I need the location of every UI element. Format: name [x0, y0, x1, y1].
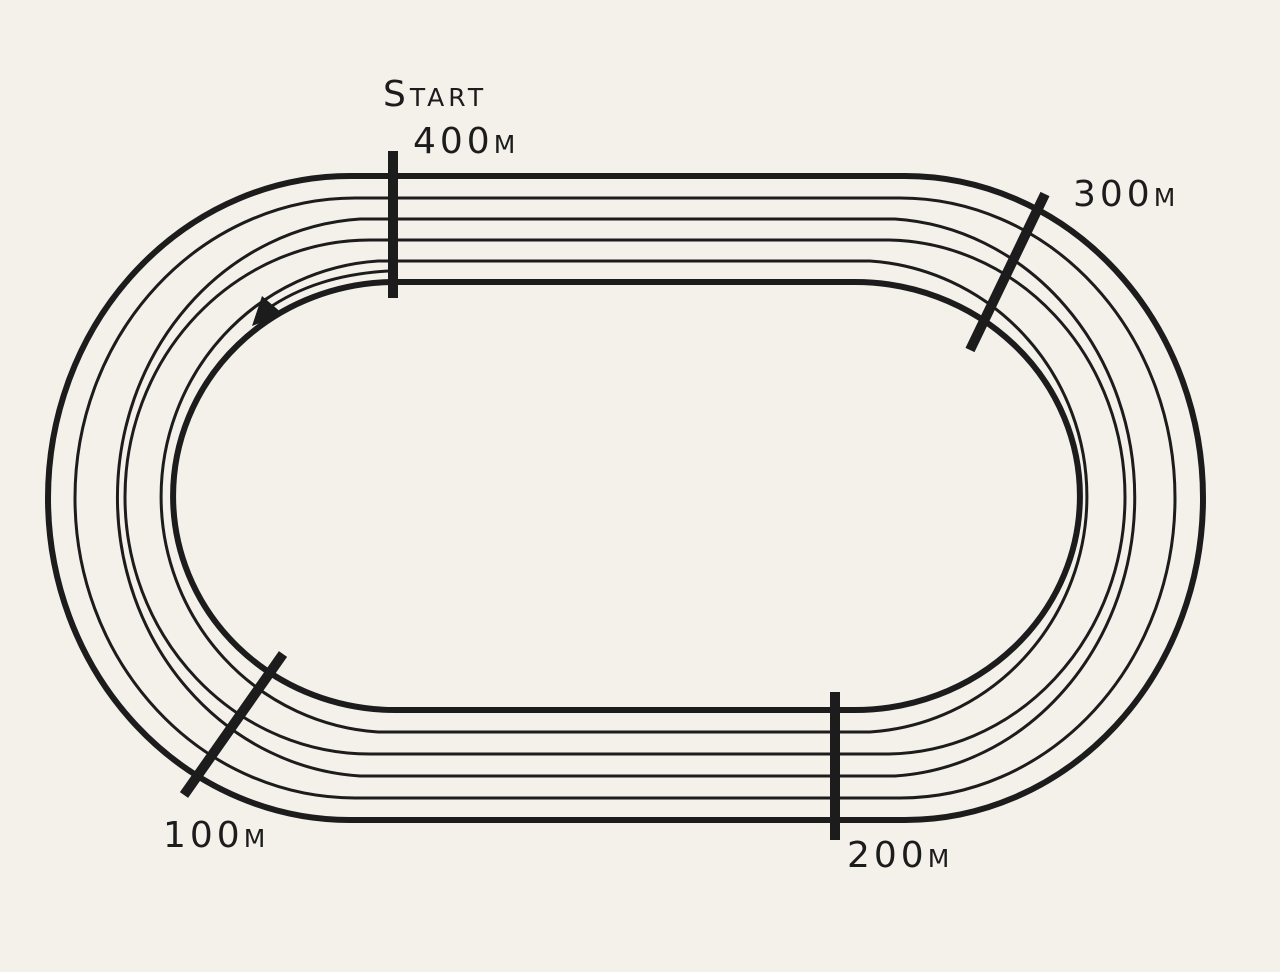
label-100m: 100m — [163, 815, 269, 856]
distance-markers — [179, 151, 1050, 840]
label-300m: 300m — [1073, 174, 1179, 215]
label-start: Start — [383, 74, 487, 115]
label-200m: 200m — [847, 835, 953, 876]
arrow-head-icon — [252, 296, 283, 326]
label-400m: 400m — [413, 121, 519, 162]
distance-labels: Start 400m 300m 200m 100m — [163, 74, 1179, 876]
marker-100m — [179, 651, 288, 798]
direction-arrow — [252, 269, 389, 326]
lane-line-2 — [116, 217, 1137, 778]
lane-line-1 — [73, 196, 1177, 800]
track-inner-edge — [170, 279, 1083, 713]
lane-line-4 — [159, 259, 1089, 734]
lane-line-3 — [123, 238, 1127, 756]
track-lanes — [45, 173, 1206, 823]
track-outer-edge — [45, 173, 1206, 823]
marker-300m — [965, 191, 1050, 353]
